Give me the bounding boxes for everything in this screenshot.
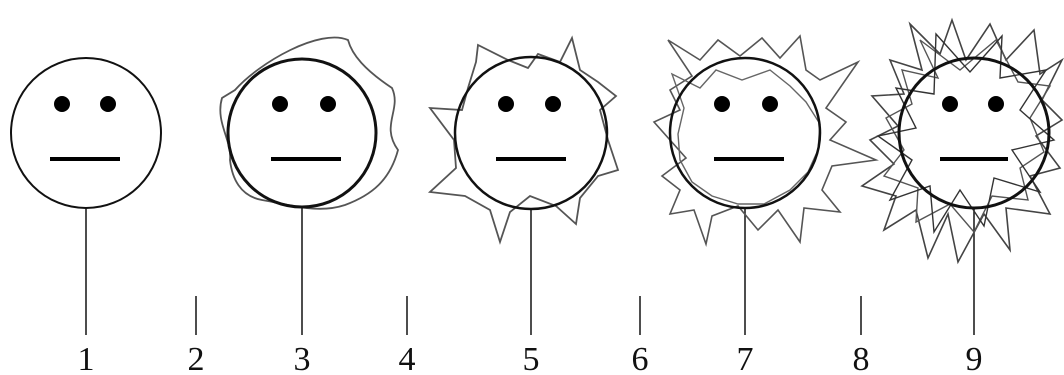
- scale-label-8: 8: [853, 341, 870, 375]
- scale-face-9: [862, 20, 1062, 335]
- face-7-scribble: [654, 36, 876, 244]
- face-7-right-eye: [762, 96, 778, 112]
- face-9-head: [899, 58, 1049, 208]
- scale-label-3: 3: [294, 341, 311, 375]
- face-5-left-eye: [498, 96, 514, 112]
- scale-label-2: 2: [188, 341, 205, 375]
- face-9-left-eye: [942, 96, 958, 112]
- scale-face-3: [220, 38, 398, 335]
- face-3-right-eye: [320, 96, 336, 112]
- face-5-scribble: [430, 38, 618, 242]
- scale-face-7: [654, 36, 876, 335]
- face-7-left-eye: [714, 96, 730, 112]
- scale-face-1: [11, 58, 161, 335]
- face-9-scribble: [862, 20, 1062, 262]
- scale-label-7: 7: [737, 341, 754, 375]
- scale-label-9: 9: [966, 341, 983, 375]
- face-7-scribble-inner: [672, 70, 820, 204]
- face-1-right-eye: [100, 96, 116, 112]
- face-7-head: [670, 58, 820, 208]
- scale-label-5: 5: [523, 341, 540, 375]
- scale-label-4: 4: [399, 341, 416, 375]
- face-3-left-eye: [272, 96, 288, 112]
- face-3-head: [228, 59, 376, 207]
- face-5-head: [455, 57, 607, 209]
- scale-face-5: [430, 38, 618, 335]
- scale-label-1: 1: [78, 341, 95, 375]
- face-5-right-eye: [545, 96, 561, 112]
- face-9-right-eye: [988, 96, 1004, 112]
- scale-label-6: 6: [632, 341, 649, 375]
- face-1-left-eye: [54, 96, 70, 112]
- face-1-head: [11, 58, 161, 208]
